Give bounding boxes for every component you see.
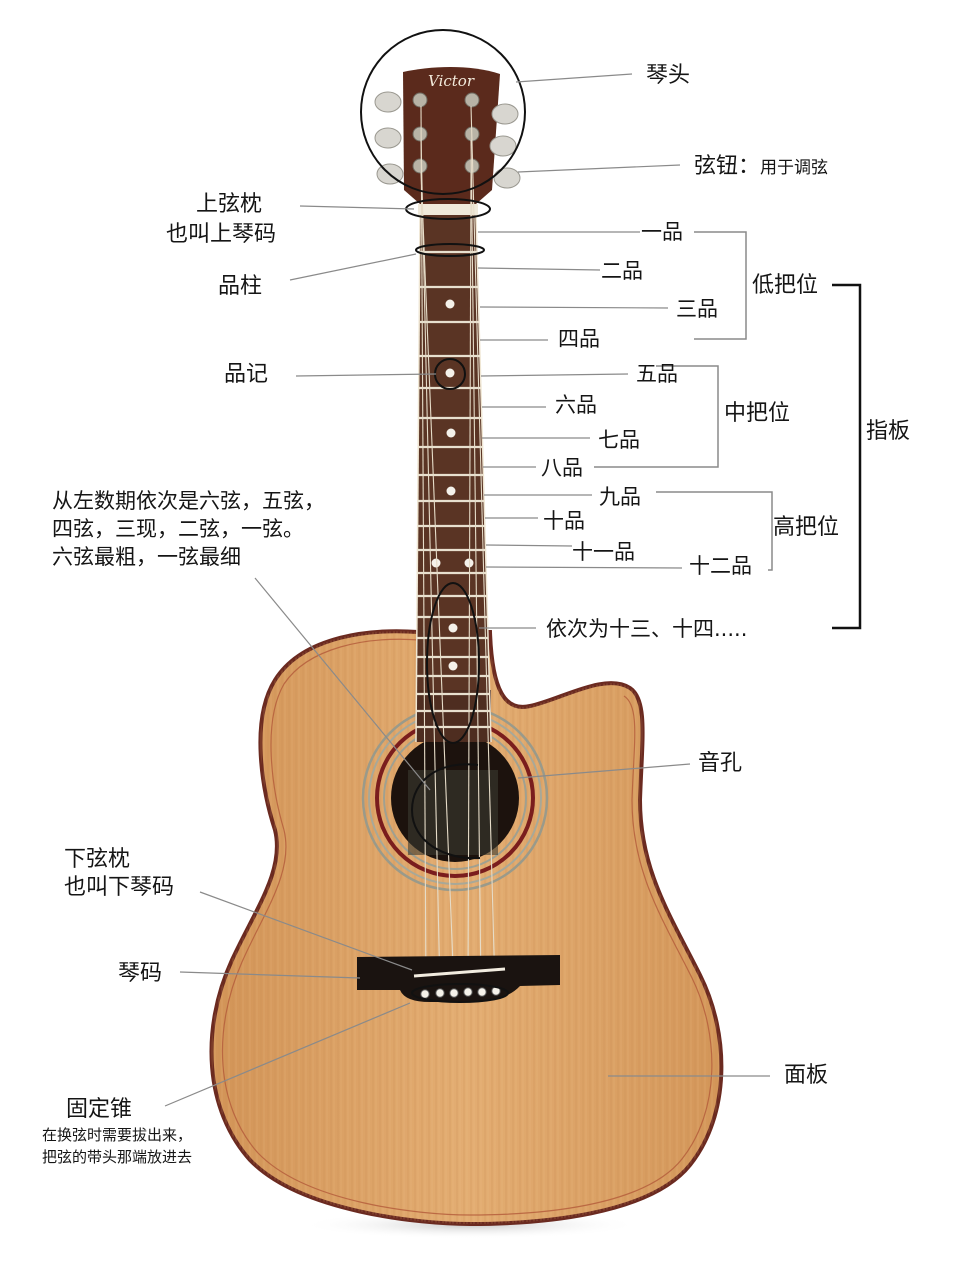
label-fret-2: 二品 — [601, 259, 643, 283]
label-fret-10: 十品 — [543, 509, 585, 533]
label-low-position: 低把位 — [752, 273, 819, 298]
label-fret-7: 七品 — [598, 428, 640, 452]
label-tuners: 弦钮：用于调弦 — [694, 153, 828, 182]
label-fret-1: 一品 — [641, 220, 683, 244]
label-headstock: 琴头 — [646, 63, 691, 88]
bridge — [357, 955, 560, 1002]
saddle — [413, 967, 506, 978]
label-frets-more: 依次为十三、十四..... — [546, 617, 748, 641]
label-fret-wire: 品柱 — [218, 274, 263, 299]
label-top: 面板 — [784, 1063, 829, 1088]
nut — [418, 204, 478, 215]
label-bridge: 琴码 — [118, 961, 163, 986]
label-high-position: 高把位 — [773, 515, 840, 540]
label-tuners-title: 弦钮： — [694, 154, 761, 179]
leader-lines — [164, 73, 770, 1107]
label-middle-position: 中把位 — [724, 401, 791, 426]
label-tuners-note: 用于调弦 — [760, 158, 829, 178]
label-fret-5: 五品 — [636, 362, 678, 386]
label-fingerboard: 指板 — [866, 419, 911, 444]
label-fret-11: 十一品 — [572, 540, 635, 564]
label-fret-marker: 品记 — [224, 362, 269, 387]
fingerboard-bracket — [832, 283, 862, 630]
label-fret-9: 九品 — [599, 485, 641, 509]
label-fret-4: 四品 — [558, 327, 600, 351]
label-fret-12: 十二品 — [689, 554, 752, 578]
label-fret-3: 三品 — [676, 297, 718, 321]
label-saddle-alias: 也叫下琴码 — [64, 875, 175, 900]
label-soundhole: 音孔 — [698, 751, 743, 776]
fret-markers — [431, 299, 474, 671]
label-saddle: 下弦枕 — [64, 847, 131, 872]
label-nut-alias: 也叫上琴码 — [166, 222, 277, 247]
guitar-body — [209, 629, 724, 1227]
headstock: Victor — [374, 67, 521, 204]
label-bridge-pins-note: 在换弦时需要拔出来， 把弦的带头那端放进去 — [42, 1126, 193, 1166]
label-strings-note: 从左数期依次是六弦，五弦， 四弦，三现，二弦，一弦。 六弦最粗，一弦最细 — [52, 489, 325, 569]
bridge-pins — [420, 986, 501, 999]
svg-text:Victor: Victor — [428, 72, 475, 90]
position-brackets — [594, 231, 773, 571]
label-bridge-pins: 固定锥 — [66, 1097, 133, 1122]
label-fret-6: 六品 — [555, 393, 597, 417]
label-nut: 上弦枕 — [196, 192, 263, 217]
soundhole — [361, 704, 549, 892]
label-fret-8: 八品 — [541, 456, 583, 480]
